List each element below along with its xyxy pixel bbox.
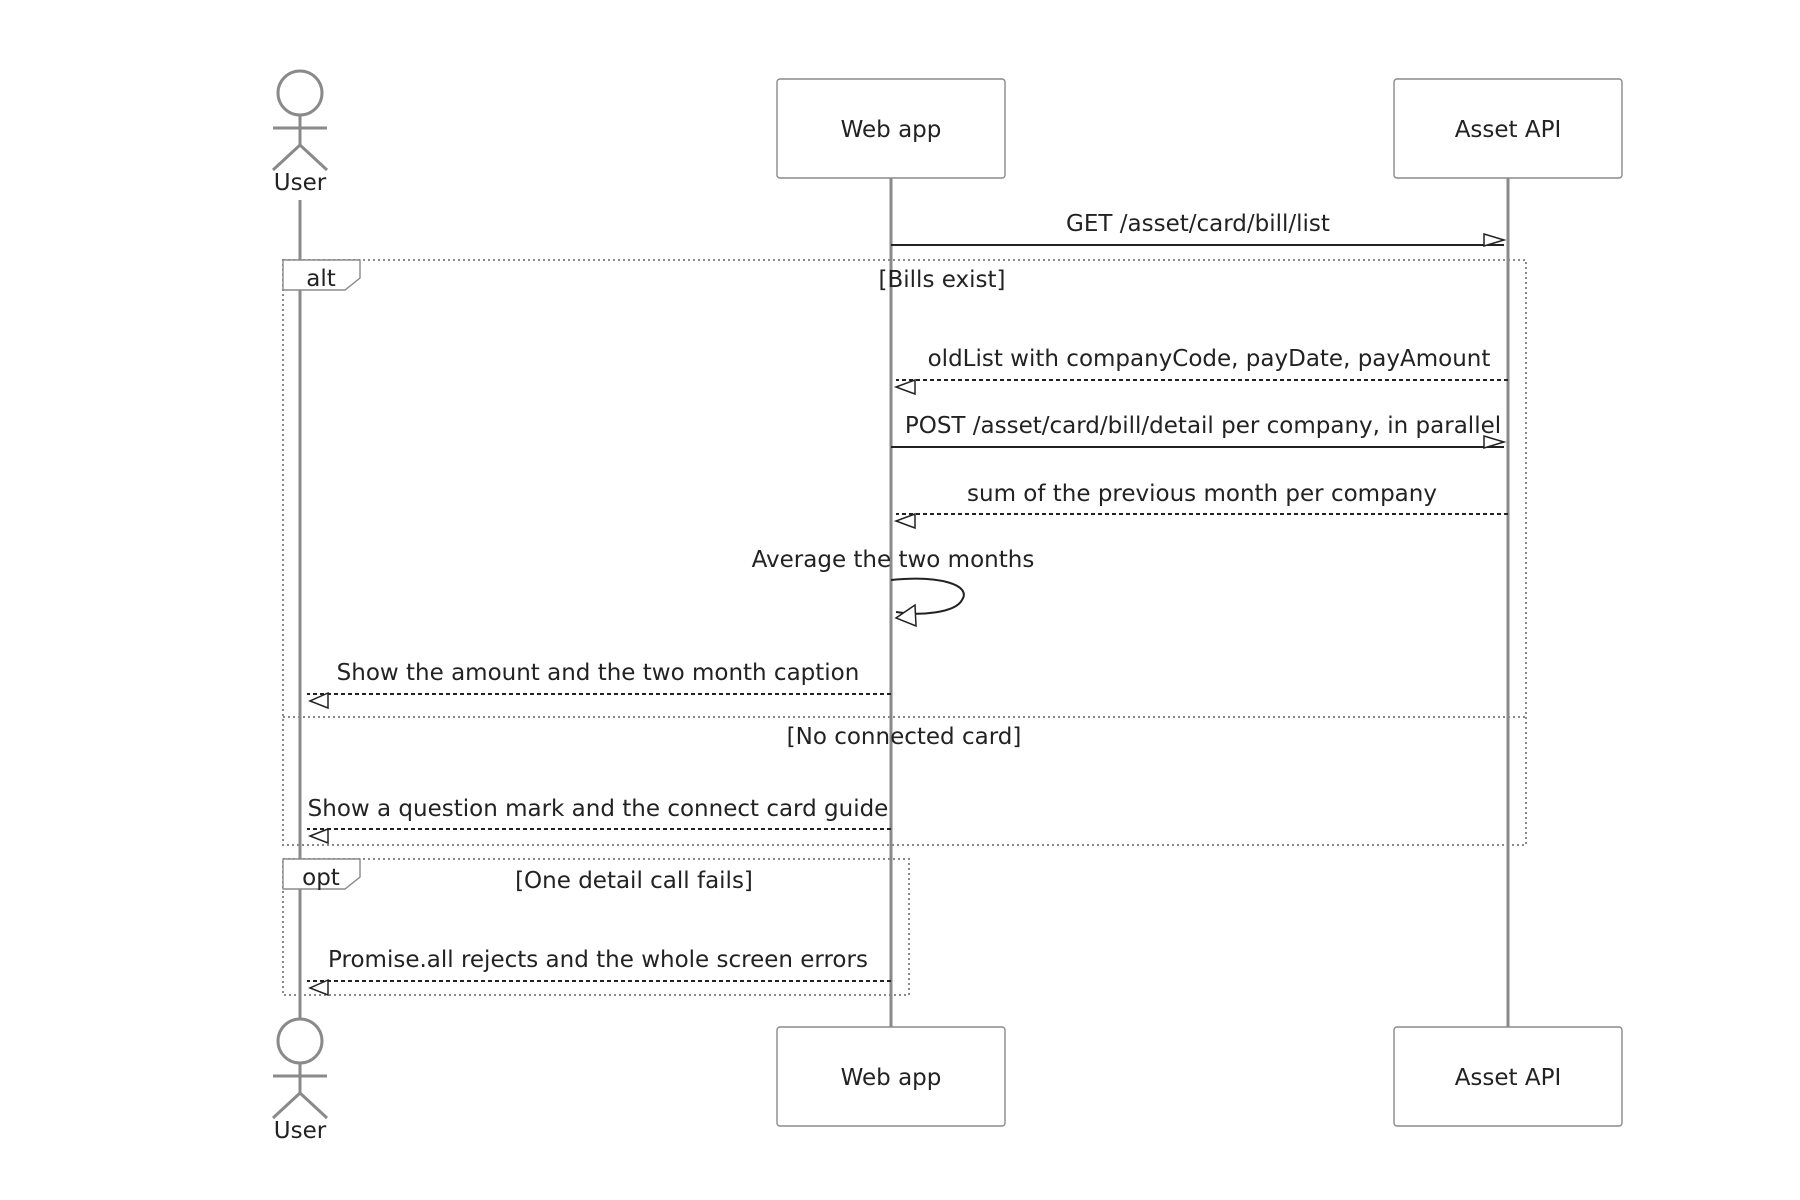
arrow-head-icon	[1483, 232, 1507, 248]
message-self-average: Average the two months	[752, 547, 1035, 628]
message-get-bill-list: GET /asset/card/bill/list	[891, 211, 1507, 248]
actor-user-top: User	[271, 69, 329, 196]
arrow-head-icon	[307, 827, 329, 845]
message-label: Show the amount and the two month captio…	[337, 660, 860, 686]
participant-box	[776, 1026, 1006, 1127]
actor-leg-left-icon	[271, 1091, 302, 1120]
actor-label: User	[274, 170, 327, 196]
message-label: GET /asset/card/bill/list	[1066, 211, 1330, 237]
alt-frame-tab	[282, 259, 361, 291]
opt-condition-detail-fails: [One detail call fails]	[515, 868, 753, 894]
participant-webapp-bottom: Web app	[776, 1026, 1006, 1127]
actor-leg-right-icon	[298, 143, 329, 172]
opt-frame-tab	[282, 858, 361, 890]
actor-head-icon	[276, 1017, 324, 1065]
participant-box	[1393, 1026, 1623, 1127]
message-show-question-mark: Show a question mark and the connect car…	[307, 796, 891, 845]
message-label: oldList with companyCode, payDate, payAm…	[928, 346, 1491, 372]
arrow-head-icon	[893, 512, 916, 530]
actor-leg-left-icon	[271, 143, 302, 172]
message-sum-previous-month: sum of the previous month per company	[893, 481, 1508, 530]
message-show-amount: Show the amount and the two month captio…	[307, 660, 891, 710]
arrow-head-icon	[894, 603, 917, 628]
arrow-head-icon	[308, 978, 329, 997]
actor-user-bottom: User	[271, 1017, 329, 1144]
opt-frame-tag: opt	[302, 865, 340, 891]
alt-frame-border	[282, 259, 1527, 846]
participant-webapp-top: Web app	[776, 78, 1006, 179]
participant-label: Asset API	[1455, 1065, 1562, 1091]
actor-label: User	[274, 1118, 327, 1144]
message-promise-rejects: Promise.all rejects and the whole screen…	[307, 947, 891, 997]
arrow-head-icon	[893, 378, 916, 396]
alt-condition-bills-exist: [Bills exist]	[879, 267, 1006, 293]
opt-frame-border	[282, 858, 910, 996]
participant-label: Asset API	[1455, 117, 1562, 143]
message-label: Promise.all rejects and the whole screen…	[328, 947, 868, 973]
participant-box	[1393, 78, 1623, 179]
participant-assetapi-top: Asset API	[1393, 78, 1623, 179]
participant-label: Web app	[841, 117, 942, 143]
participant-box	[776, 78, 1006, 179]
actor-head-icon	[276, 69, 324, 117]
arrow-head-icon	[308, 691, 329, 710]
message-label: sum of the previous month per company	[967, 481, 1437, 507]
arrow-head-icon	[1483, 434, 1507, 450]
alt-frame-tag: alt	[306, 266, 336, 292]
message-old-list: oldList with companyCode, payDate, payAm…	[893, 346, 1508, 396]
message-label: POST /asset/card/bill/detail per company…	[905, 413, 1501, 439]
message-post-detail: POST /asset/card/bill/detail per company…	[891, 413, 1507, 450]
actor-leg-right-icon	[298, 1091, 329, 1120]
alt-condition-no-connected-card: [No connected card]	[787, 724, 1022, 750]
opt-frame: opt [One detail call fails]	[282, 858, 910, 996]
message-label: Show a question mark and the connect car…	[308, 796, 889, 822]
message-loop-line	[890, 577, 965, 615]
participant-assetapi-bottom: Asset API	[1393, 1026, 1623, 1127]
alt-frame: alt [Bills exist] [No connected card]	[282, 259, 1527, 846]
message-label: Average the two months	[752, 547, 1035, 573]
participant-label: Web app	[841, 1065, 942, 1091]
